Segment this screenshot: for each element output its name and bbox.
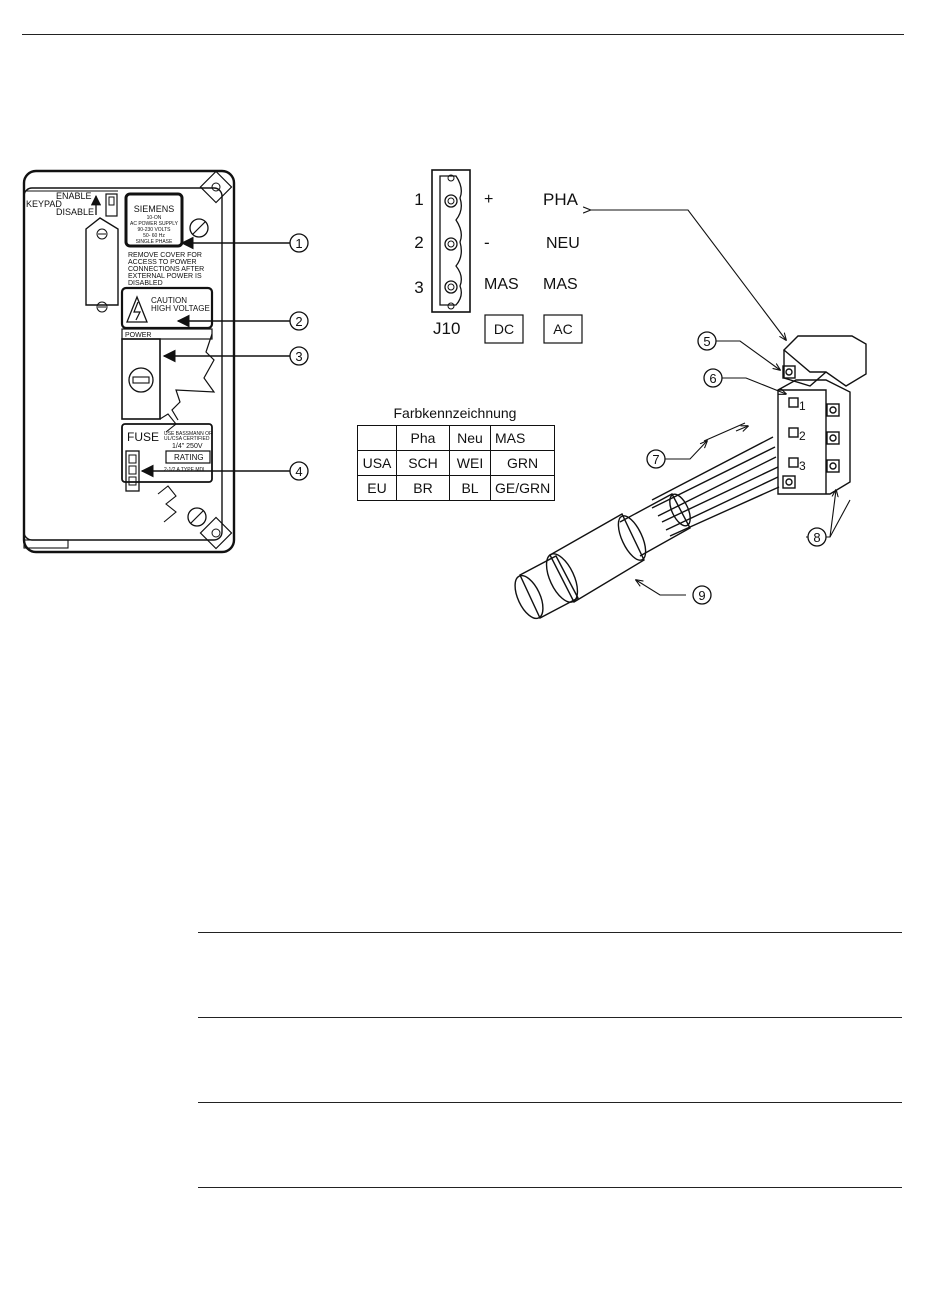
svg-text:10-ON: 10-ON <box>147 215 162 221</box>
rule-1 <box>198 932 902 933</box>
right-callout-arrows <box>590 210 851 596</box>
header-cell: MAS <box>489 425 556 451</box>
svg-text:2: 2 <box>799 429 806 443</box>
connector-label: J10 <box>433 319 460 338</box>
pin-2-label: 2 <box>414 233 423 252</box>
warning-text: REMOVE COVER FOR <box>128 252 202 259</box>
callout-2: 2 <box>289 311 309 331</box>
terminal-text: 1 2 3 + - MAS PHA NEU MAS J10 DC AC <box>414 190 580 338</box>
brand-label: SIEMENS <box>134 204 175 214</box>
plug-pin-numbers: 1 2 3 <box>799 399 806 473</box>
fuse-label: FUSE <box>127 430 159 444</box>
callout-5: 5 <box>697 331 717 351</box>
callout-4: 4 <box>289 461 309 481</box>
table-row: EU BR BL GE/GRN <box>357 475 556 501</box>
header-cell <box>357 425 397 451</box>
svg-text:6: 6 <box>709 371 716 386</box>
power-label: POWER <box>125 332 151 339</box>
dc-minus: - <box>484 233 490 252</box>
callout-9: 9 <box>692 585 712 605</box>
svg-text:EXTERNAL POWER IS: EXTERNAL POWER IS <box>128 273 202 280</box>
header-cell: Neu <box>449 425 491 451</box>
svg-text:90-230 VOLTS: 90-230 VOLTS <box>138 227 172 233</box>
svg-text:1: 1 <box>295 236 302 251</box>
enable-label: ENABLE <box>56 191 92 201</box>
table-cell: WEI <box>449 450 491 476</box>
rating-label: RATING <box>174 453 204 462</box>
rule-2 <box>198 1017 902 1018</box>
svg-text:2-1/2 A TYPE MDL: 2-1/2 A TYPE MDL <box>164 467 206 473</box>
keypad-label: KEYPAD <box>26 199 62 209</box>
device-panel <box>22 169 236 554</box>
table-cell: GRN <box>489 450 556 476</box>
svg-text:4: 4 <box>295 464 302 479</box>
table-cell: USA <box>357 450 397 476</box>
callout-6: 6 <box>703 368 723 388</box>
svg-text:5: 5 <box>703 334 710 349</box>
svg-text:DISABLED: DISABLED <box>128 280 163 287</box>
table-cell: EU <box>357 475 397 501</box>
ac-phase: PHA <box>543 190 579 209</box>
top-rule <box>22 34 904 35</box>
svg-text:3: 3 <box>799 459 806 473</box>
pin-3-label: 3 <box>414 278 423 297</box>
svg-text:SINGLE PHASE: SINGLE PHASE <box>136 239 173 245</box>
svg-text:1: 1 <box>799 399 806 413</box>
callout-8: 8 <box>807 527 827 547</box>
high-voltage-label: HIGH VOLTAGE <box>151 304 210 313</box>
ac-neutral: NEU <box>546 235 580 252</box>
ac-ground: MAS <box>543 276 578 293</box>
ac-label: AC <box>553 321 572 337</box>
terminal-block-j10 <box>431 169 583 344</box>
fuse-rating: 1/4" 250V <box>172 443 203 450</box>
table-cell: BL <box>449 475 491 501</box>
dc-plus: + <box>484 191 493 208</box>
dc-ground: MAS <box>484 276 519 293</box>
table-cell: SCH <box>396 450 450 476</box>
panel-callout-arrows <box>140 236 290 478</box>
panel-text: ENABLE KEYPAD DISABLE SIEMENS 10-ON AC P… <box>26 191 213 473</box>
rule-4 <box>198 1187 902 1188</box>
table-header-row: Pha Neu MAS <box>357 425 556 451</box>
svg-text:7: 7 <box>652 452 659 467</box>
callout-1: 1 <box>289 233 309 253</box>
callout-7: 7 <box>646 449 666 469</box>
wire-color-table: Pha Neu MAS USA SCH WEI GRN EU BR BL GE/… <box>357 425 556 501</box>
svg-text:ACCESS TO POWER: ACCESS TO POWER <box>128 259 197 266</box>
svg-text:8: 8 <box>813 530 820 545</box>
table-row: USA SCH WEI GRN <box>357 450 556 476</box>
svg-text:AC POWER SUPPLY: AC POWER SUPPLY <box>130 221 179 227</box>
svg-text:3: 3 <box>295 349 302 364</box>
color-table-title: Farbkennzeichnung <box>393 405 517 421</box>
svg-text:2: 2 <box>295 314 302 329</box>
pin-1-label: 1 <box>414 190 423 209</box>
dc-label: DC <box>494 321 514 337</box>
header-cell: Pha <box>396 425 450 451</box>
table-cell: GE/GRN <box>489 475 556 501</box>
table-cell: BR <box>396 475 450 501</box>
svg-text:USE BASSMANN OR: USE BASSMANN OR <box>164 431 213 437</box>
svg-text:50- 60 Hz: 50- 60 Hz <box>143 233 165 239</box>
plug-connector <box>777 335 867 495</box>
svg-text:CONNECTIONS AFTER: CONNECTIONS AFTER <box>128 266 204 273</box>
rule-3 <box>198 1102 902 1103</box>
disable-label: DISABLE <box>56 207 94 217</box>
power-cable <box>514 436 780 620</box>
callout-markers: 1 2 3 4 5 6 7 8 9 <box>289 233 827 605</box>
caution-label: CAUTION <box>151 296 187 305</box>
callout-3: 3 <box>289 346 309 366</box>
svg-text:9: 9 <box>698 588 705 603</box>
svg-text:UL/CSA CERTIFIED: UL/CSA CERTIFIED <box>164 436 210 442</box>
